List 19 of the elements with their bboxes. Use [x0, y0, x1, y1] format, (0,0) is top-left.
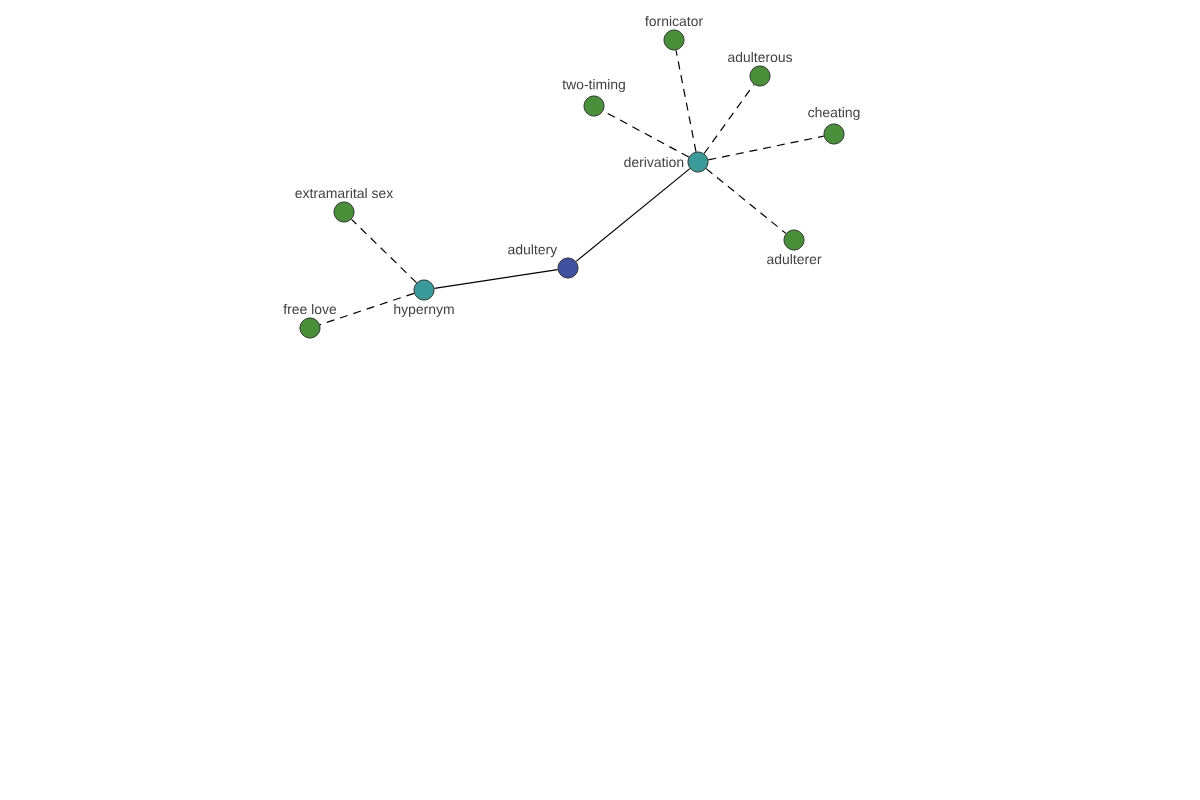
- connector-line: [602, 110, 690, 158]
- connector-line: [675, 49, 697, 153]
- connector-line: [575, 168, 691, 262]
- node-circle: [562, 79, 625, 117]
- connector-line: [319, 292, 415, 326]
- node-circle: [767, 229, 822, 265]
- node-circle: [728, 51, 793, 87]
- connector-line: [707, 135, 825, 161]
- connector-line: [705, 168, 787, 234]
- connector-line: [350, 218, 418, 284]
- node-circle: [394, 279, 454, 317]
- connector-line: [703, 83, 755, 155]
- connector-line: [433, 269, 559, 290]
- node-circle: [508, 244, 579, 279]
- node-circle: [645, 15, 703, 51]
- node-circle: [808, 107, 860, 145]
- node-circle: [624, 151, 709, 173]
- node-circle: [295, 187, 394, 223]
- node-circle: [283, 303, 337, 339]
